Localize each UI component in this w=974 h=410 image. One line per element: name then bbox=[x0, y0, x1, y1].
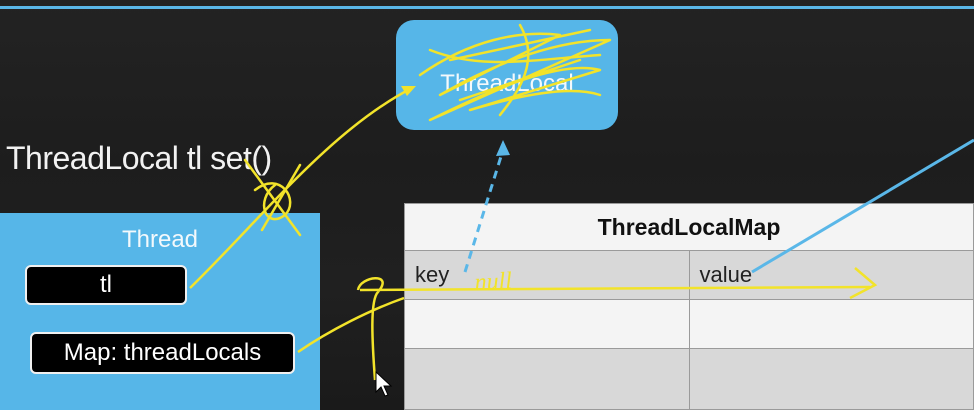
tl-arrowhead bbox=[401, 86, 416, 96]
entry-arrow bbox=[356, 277, 871, 381]
thread-box: Thread bbox=[0, 213, 320, 410]
null-annotation: null bbox=[474, 268, 513, 296]
caption-scribble bbox=[243, 158, 302, 237]
threadlocalmap-table: ThreadLocalMap key value bbox=[404, 203, 974, 410]
mouse-cursor-icon bbox=[375, 370, 393, 397]
table-cell bbox=[688, 348, 974, 410]
crossout-scribble bbox=[418, 23, 612, 122]
table-cell bbox=[404, 299, 690, 349]
entry-arrowhead bbox=[849, 267, 878, 300]
table-row bbox=[404, 348, 974, 410]
map-reference-arrow bbox=[297, 296, 405, 354]
thread-box-title: Thread bbox=[121, 226, 199, 253]
threadlocalmap-title: ThreadLocalMap bbox=[404, 203, 974, 251]
key-column-header: key bbox=[404, 250, 690, 300]
value-reference-line bbox=[751, 138, 974, 274]
table-cell bbox=[404, 348, 690, 410]
table-row: key value bbox=[404, 250, 974, 300]
dashed-arrowhead bbox=[496, 140, 510, 156]
thread-field-tl: tl bbox=[25, 265, 187, 305]
code-caption: ThreadLocal tl set() bbox=[6, 140, 272, 176]
top-divider-line bbox=[0, 6, 974, 9]
threadlocal-object-box: ThreadLocal bbox=[396, 20, 618, 130]
value-column-header: value bbox=[688, 250, 974, 300]
table-cell bbox=[688, 299, 974, 349]
tl-reference-arrow bbox=[189, 86, 413, 289]
key-to-threadlocal-dashed-arrow bbox=[463, 149, 505, 273]
table-row bbox=[404, 299, 974, 349]
thread-field-map: Map: threadLocals bbox=[30, 332, 295, 374]
